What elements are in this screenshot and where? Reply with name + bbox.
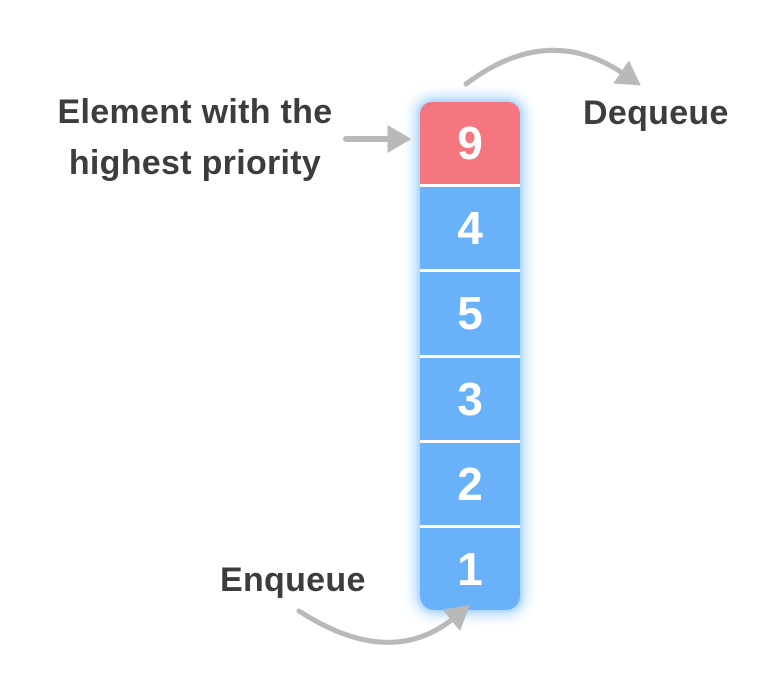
queue-cell: 1: [420, 527, 520, 610]
queue-cell: 4: [420, 187, 520, 270]
queue-cell: 2: [420, 442, 520, 525]
queue-cell-highest-priority: 9: [420, 102, 520, 185]
highest-priority-label: Element with the highest priority: [35, 87, 355, 189]
dequeue-label: Dequeue: [583, 94, 729, 132]
enqueue-label: Enqueue: [220, 561, 366, 599]
enqueue-curved-arrow-icon: [296, 605, 470, 645]
highest-priority-label-line2: highest priority: [68, 144, 322, 182]
dequeue-curved-arrow-icon: [463, 47, 641, 87]
queue-cell: 3: [420, 357, 520, 440]
highest-priority-label-line1: Element with the: [57, 93, 333, 131]
queue-cell: 5: [420, 272, 520, 355]
priority-queue: 9 4 5 3 2 1: [420, 102, 520, 610]
